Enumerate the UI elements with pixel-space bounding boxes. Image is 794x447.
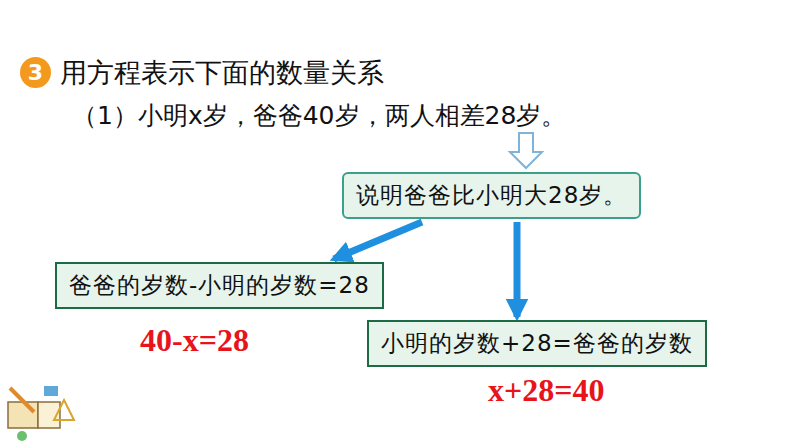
connector-arrow [514, 222, 521, 317]
step-number-circle: 3 [20, 57, 51, 88]
book-icon [8, 402, 38, 428]
stationery-icon [8, 386, 74, 441]
pencil-icon [10, 388, 34, 412]
dot-icon [17, 431, 27, 441]
connector-arrow [334, 222, 422, 259]
explanation-box: 说明爸爸比小明大28岁。 [342, 172, 641, 219]
problem-statement: （1）小明x岁，爸爸40岁，两人相差28岁。 [72, 99, 566, 132]
title: 用方程表示下面的数量关系 [60, 55, 384, 91]
hollow-down-arrow [510, 133, 542, 168]
node-text: 说明爸爸比小明大28岁。 [356, 180, 627, 211]
node-text: 爸爸的岁数-小明的岁数=28 [69, 270, 370, 301]
node-text: 小明的岁数+28=爸爸的岁数 [381, 328, 693, 359]
triangle-ruler [54, 400, 74, 420]
relation-box: 爸爸的岁数-小明的岁数=28 [55, 262, 384, 309]
relation-box: 小明的岁数+28=爸爸的岁数 [367, 320, 707, 367]
equation: 40-x=28 [140, 322, 249, 359]
eraser-icon [44, 386, 58, 396]
node-text: 3 [20, 57, 51, 88]
equation: x+28=40 [488, 372, 604, 409]
